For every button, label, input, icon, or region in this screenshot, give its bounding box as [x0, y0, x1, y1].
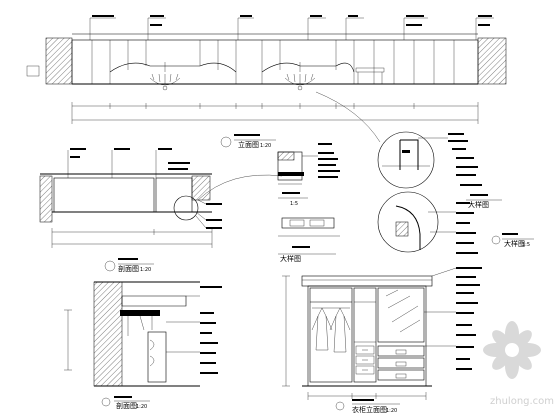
wardrobe-scale: 1:20: [386, 408, 397, 414]
middle-section-view: 剖面图 1:20: [39, 148, 222, 273]
arch-valance-right: [261, 62, 355, 73]
wardrobe-dimension-lines: [282, 275, 427, 400]
bottom-left-section: 剖面图 1:20: [64, 281, 222, 410]
wardrobe-shelf-column: [353, 287, 377, 383]
wardrobe-cornice: [301, 275, 433, 287]
small-detail-view: 1:5 大样图: [277, 143, 340, 263]
right-detail-profile-top: [399, 139, 419, 170]
bl-cornice: [121, 295, 187, 307]
elevation-frame: [71, 39, 479, 85]
top-view-scale: 1:20: [260, 143, 271, 149]
top-dimension-lines: [71, 102, 479, 124]
small-detail-sill: [278, 172, 304, 176]
wardrobe-callouts: [424, 267, 482, 370]
mid-left-wall-hatch: [39, 175, 53, 223]
wardrobe-drawers-right: [377, 345, 425, 381]
wardrobe-garments: [311, 307, 351, 353]
wardrobe-title: 衣柜立面图 1:20: [335, 399, 400, 414]
right-detail-title-bottom: 大样图: [504, 239, 525, 248]
section-symbol-box: [26, 65, 40, 77]
chandelier-left: [149, 62, 181, 91]
small-detail-scale: 1:5: [290, 201, 298, 207]
bl-carving: [149, 339, 155, 367]
mid-view-scale: 1:20: [140, 267, 151, 273]
right-bottom-title: 大样图 1:5: [491, 233, 534, 248]
wardrobe-elevation: 衣柜立面图 1:20: [282, 267, 482, 414]
mid-callouts: [67, 148, 222, 229]
wardrobe-body: [307, 285, 427, 387]
wardrobe-drawers-left: [355, 345, 375, 375]
arch-valance-left: [109, 62, 237, 73]
mid-main-panel: [53, 177, 155, 213]
right-detail-circle-top: [377, 131, 435, 189]
mid-dimension-lines: [51, 228, 213, 248]
leader-to-right-detail: [315, 91, 381, 143]
right-detail-hatch: [395, 221, 409, 237]
chandelier-right: [284, 62, 316, 91]
leader-to-small-detail: [197, 174, 283, 201]
bl-view-title: 剖面图 1:20: [101, 396, 150, 410]
small-detail-elevation: 大样图: [278, 217, 340, 263]
bl-cabinet-side: [147, 331, 167, 383]
right-detail-scale: 1:5: [522, 242, 530, 248]
bl-view-scale: 1:20: [136, 404, 147, 410]
mid-view-title-text: 剖面图: [118, 264, 139, 273]
wardrobe-mirror-door: [377, 287, 425, 343]
top-callout-leaders: [89, 15, 494, 40]
bl-shelf-profile: [120, 310, 160, 316]
top-view-title-text: 立面图: [238, 140, 259, 149]
left-wall-hatch: [45, 37, 73, 85]
mid-detail-circle: [173, 195, 199, 221]
wall-panels: [91, 40, 455, 84]
watermark-text: zhulong.com: [490, 396, 554, 407]
bl-hanging-details: [127, 315, 153, 336]
wardrobe-hanging-bay: [309, 287, 353, 383]
small-detail-title: 1:5: [278, 192, 308, 207]
right-detail-view: 大样图 大样图 1:5: [377, 131, 534, 254]
console-table: [355, 67, 385, 84]
small-detail-title-text: 大样图: [280, 254, 301, 263]
right-detail-title-top: 大样图: [468, 200, 489, 209]
mid-soffit-hatch: [191, 175, 211, 201]
bl-dimension-left: [64, 309, 72, 371]
watermark-logo: [483, 321, 541, 379]
right-bottom-callouts: [428, 202, 478, 254]
bl-wall-hatch: [93, 281, 123, 387]
top-elevation-view: 立面图 1:20: [26, 15, 507, 149]
small-detail-callouts: [302, 143, 340, 178]
top-view-title: 立面图 1:20: [220, 134, 276, 149]
right-top-title: 大样图: [466, 194, 502, 209]
bl-callouts: [166, 286, 222, 374]
right-wall-hatch: [477, 37, 507, 85]
watermark: zhulong.com: [483, 321, 554, 407]
right-detail-profile-bottom: [395, 205, 421, 250]
wardrobe-mirror-reflections: [385, 289, 421, 333]
small-detail-hatch-top: [277, 151, 295, 161]
wardrobe-title-text: 衣柜立面图: [352, 405, 387, 414]
mid-view-title: 剖面图 1:20: [104, 258, 154, 273]
right-detail-circle-bottom: [377, 191, 439, 253]
right-top-callouts: [418, 133, 482, 186]
bl-view-title-text: 剖面图: [116, 401, 137, 410]
